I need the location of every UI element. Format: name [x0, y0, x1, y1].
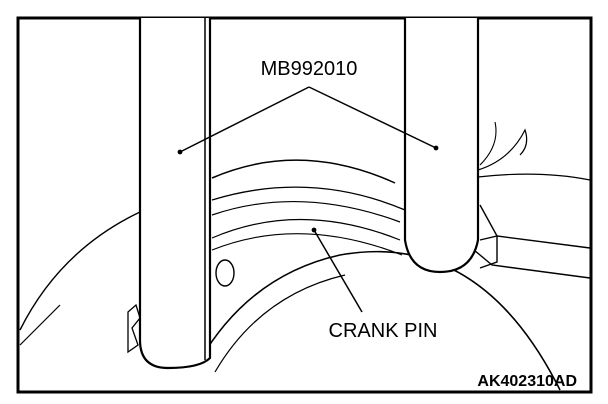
block-edge-lower — [473, 249, 591, 279]
part-leader-dot — [311, 227, 317, 233]
rod-bearing-cap-inner — [214, 274, 346, 373]
left-bracket — [127, 303, 141, 354]
tool-label: MB992010 — [261, 58, 358, 80]
part-label: CRANK PIN — [329, 320, 438, 342]
rod-outline-left — [19, 304, 61, 346]
crank-pin-arc-1 — [211, 159, 396, 184]
part-leader — [313, 229, 363, 313]
oil-hole — [215, 259, 235, 287]
crank-pin-arc-4 — [211, 218, 401, 241]
rod-bearing-cap — [199, 250, 561, 391]
tool-rod-right — [403, 18, 480, 274]
figure-frame — [16, 16, 593, 394]
crank-pin-arc-2 — [211, 186, 406, 211]
counterweight-curve-1 — [477, 128, 528, 171]
counterweight-curve-2 — [477, 173, 591, 181]
tool-leader-dot-left — [177, 149, 183, 155]
rod-outline-outer — [19, 211, 141, 331]
block-edge-step — [479, 235, 498, 269]
figure-code: AK402310AD — [477, 373, 577, 390]
tool-leader-right — [308, 86, 437, 149]
crank-pin-arc-5 — [211, 233, 403, 256]
tool-leader-left — [179, 86, 310, 153]
tool-rod-left — [138, 18, 212, 370]
crank-pin-arc-3 — [211, 200, 401, 223]
counterweight-curve-3 — [479, 121, 497, 166]
tool-leader-dot-right — [433, 145, 439, 151]
